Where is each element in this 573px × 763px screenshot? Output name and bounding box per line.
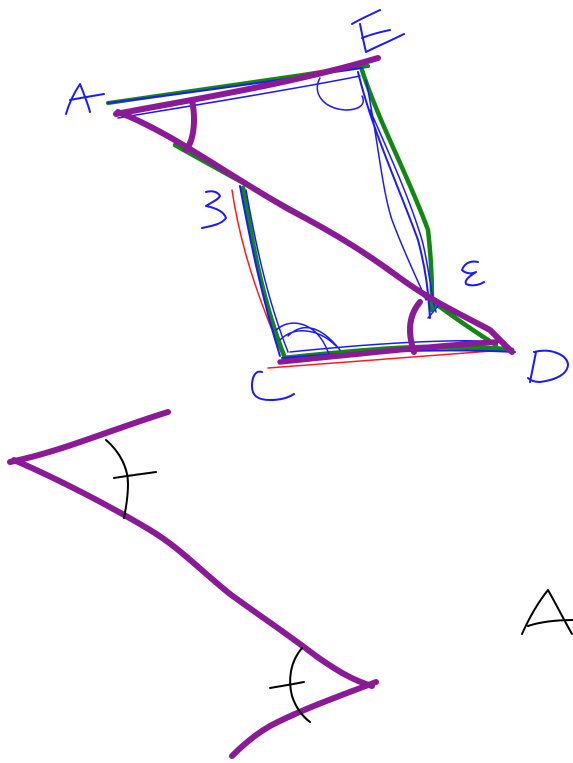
purple-strokes bbox=[113, 55, 515, 365]
top-figure-labels bbox=[65, 9, 569, 401]
blue-tick-e bbox=[427, 305, 439, 319]
purple-segment-a-e bbox=[113, 55, 381, 117]
label-e-right bbox=[461, 260, 485, 287]
label-e-top bbox=[351, 9, 405, 53]
blue-segment-a-e-lower bbox=[117, 75, 361, 119]
blue-segment-b-c-1 bbox=[239, 185, 281, 357]
bottom-figure bbox=[7, 409, 379, 759]
blue-angle-arcs-c bbox=[275, 322, 341, 357]
purple-angle-arc-a bbox=[183, 97, 197, 153]
blue-angle-arc-e bbox=[316, 77, 364, 111]
label-d bbox=[527, 349, 569, 383]
blue-segment-e-e-3 bbox=[369, 109, 437, 313]
black-tick-upper bbox=[113, 471, 157, 479]
black-angle-arc-upper bbox=[105, 439, 129, 519]
blue-segment-e-e-2 bbox=[365, 79, 427, 301]
black-angle-arc-lower bbox=[289, 647, 311, 723]
red-segment-c-d bbox=[267, 349, 506, 369]
purple-segment-a-d bbox=[115, 109, 515, 355]
green-segment-e-e bbox=[359, 67, 435, 313]
label-a-right-partial bbox=[521, 589, 573, 635]
purple-segment-c-d bbox=[277, 339, 499, 365]
green-segment-b-c bbox=[240, 185, 288, 361]
purple-transversal bbox=[11, 457, 375, 689]
blue-segment-b-c-2 bbox=[245, 189, 289, 353]
purple-lower-ray bbox=[229, 679, 379, 759]
red-strokes bbox=[109, 61, 506, 369]
black-tick-lower bbox=[269, 681, 305, 689]
blue-segment-e-e-1 bbox=[357, 71, 431, 319]
purple-angle-arc-d bbox=[407, 299, 423, 355]
purple-upper-ray bbox=[7, 409, 171, 465]
label-a bbox=[65, 83, 105, 115]
label-c bbox=[251, 370, 295, 401]
label-b bbox=[201, 190, 227, 229]
green-segment-a-d bbox=[172, 142, 499, 348]
